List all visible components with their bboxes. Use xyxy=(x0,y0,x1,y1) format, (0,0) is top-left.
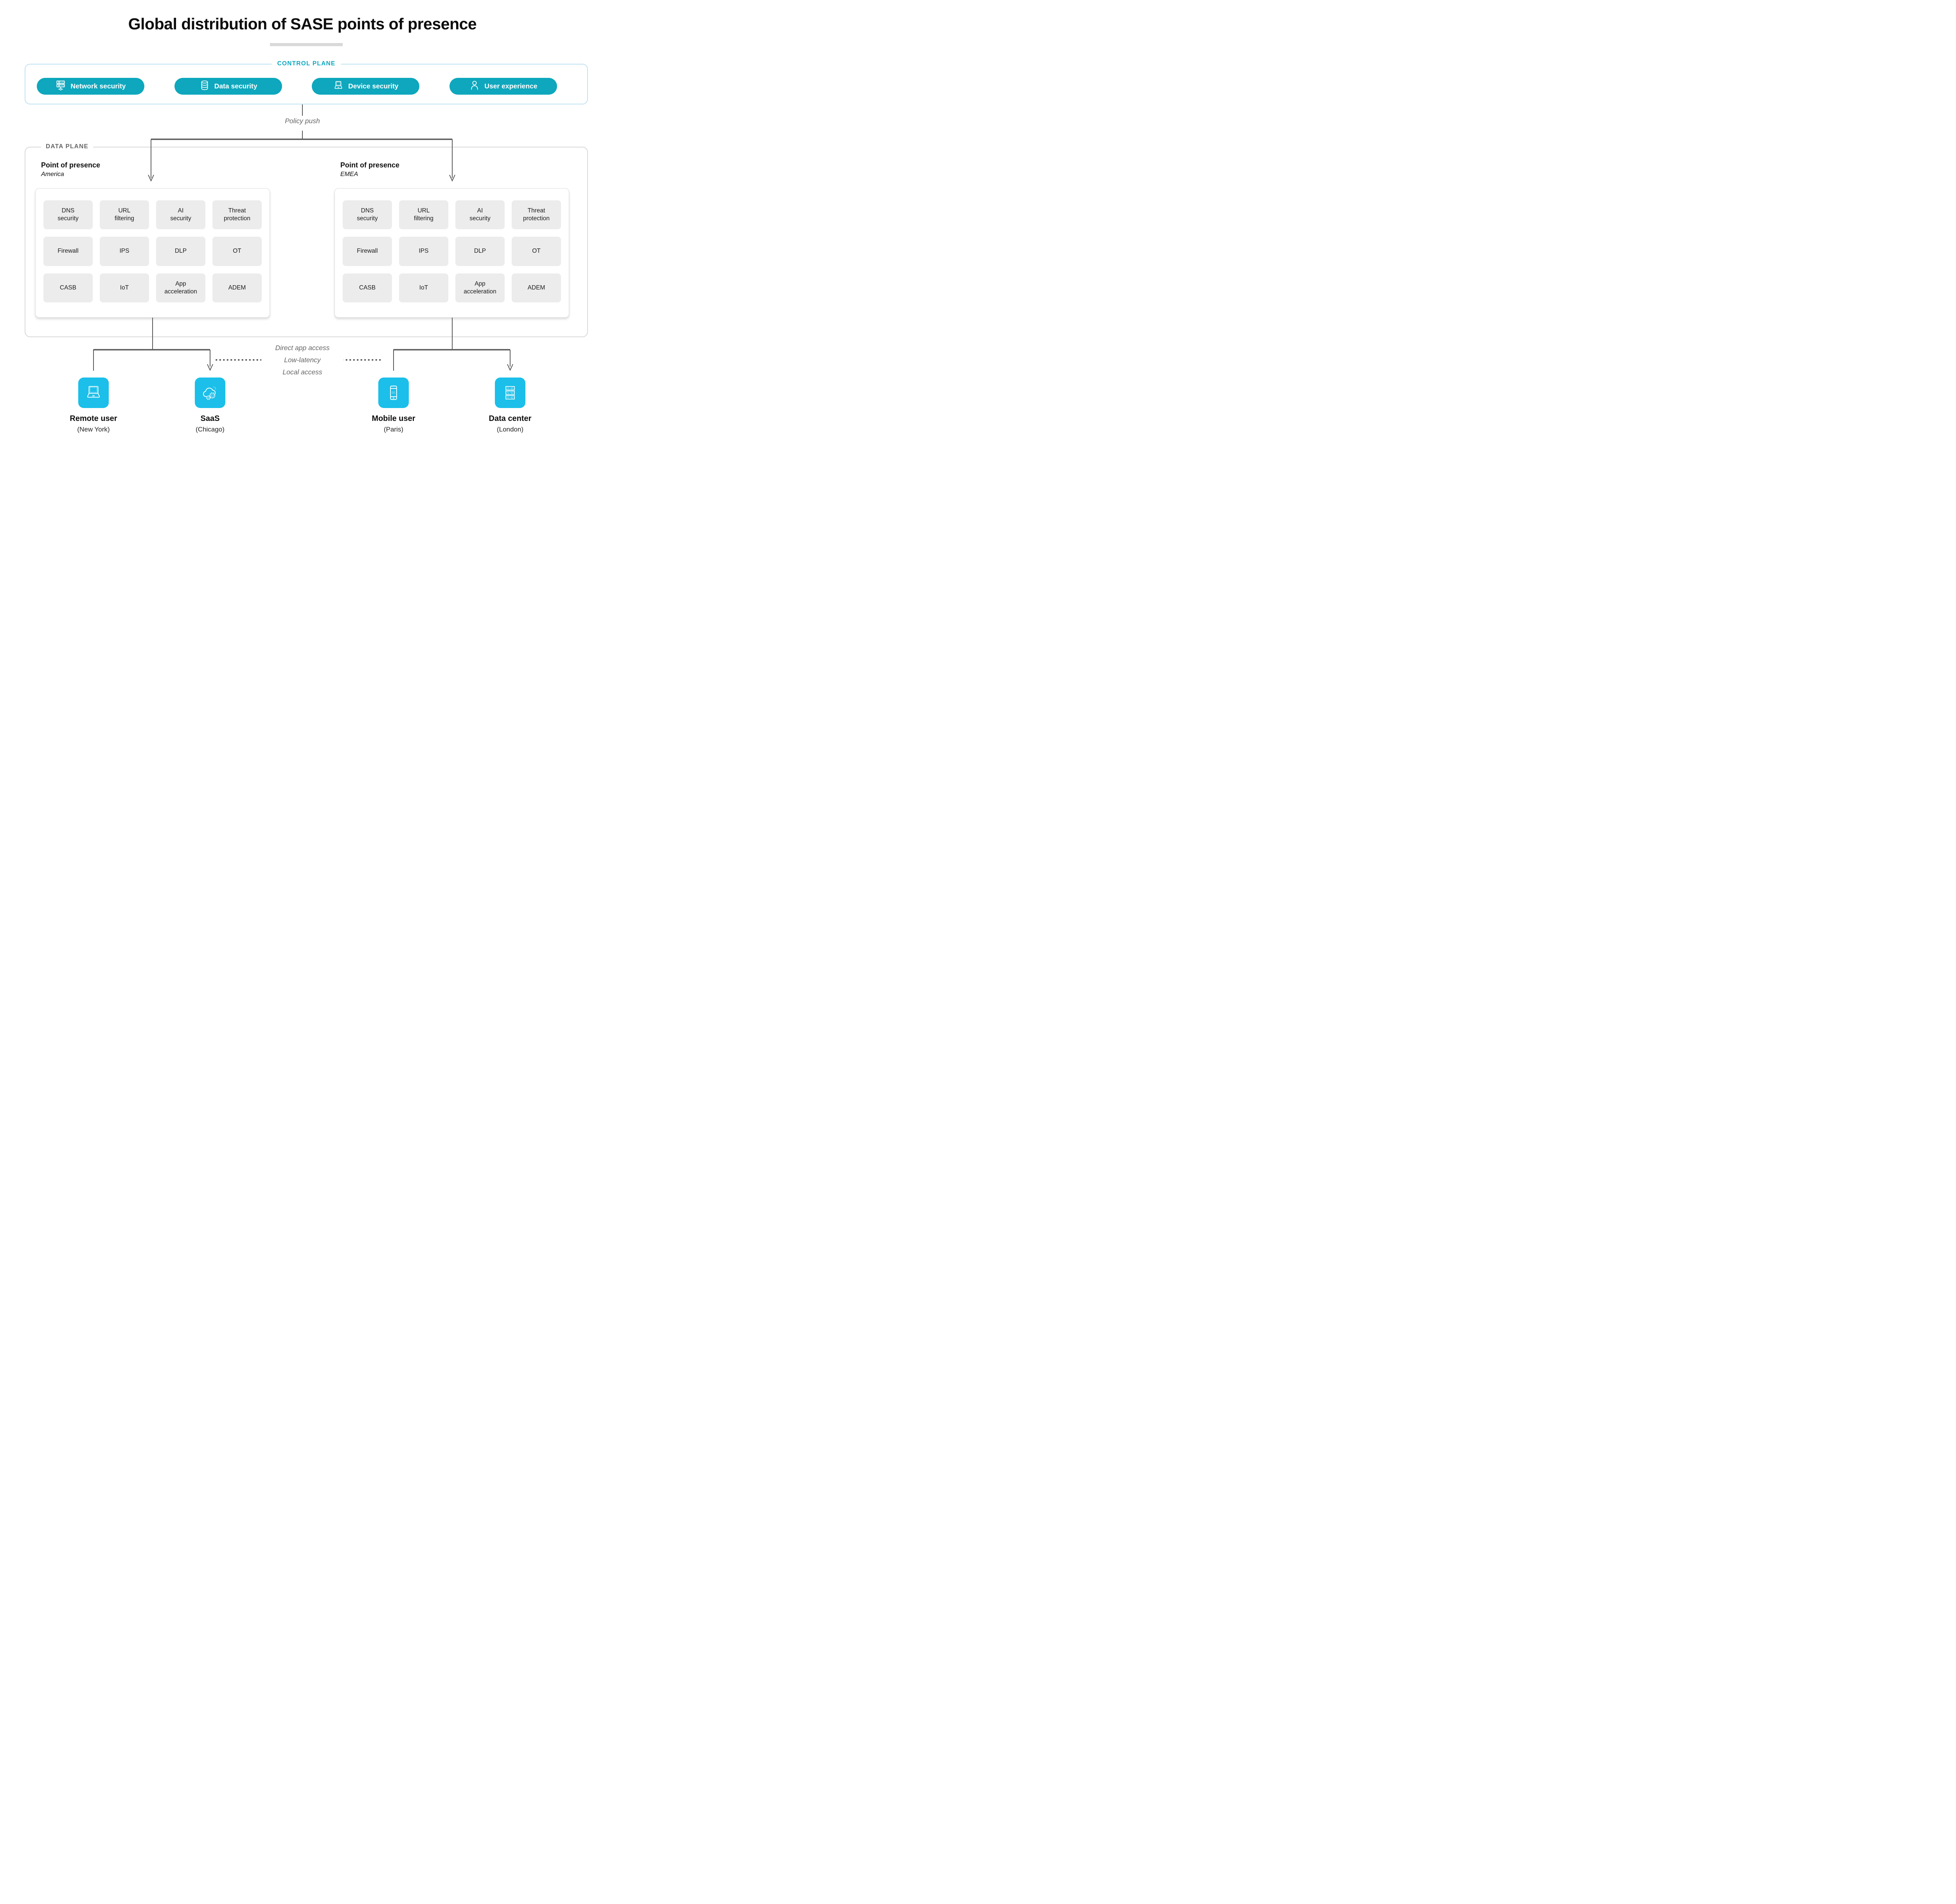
endpoint-remote-user: Remote user (New York) xyxy=(62,378,125,433)
pill-user-experience: User experience xyxy=(449,78,557,95)
pop-region: EMEA xyxy=(340,171,358,178)
service-cell: ADEM xyxy=(212,273,262,302)
flow-label-local-access: Local access xyxy=(282,368,322,376)
service-cell: AI security xyxy=(455,200,505,230)
flow-label-direct-app-access: Direct app access xyxy=(275,344,330,352)
service-cell: DNS security xyxy=(43,200,93,230)
data-plane-label: DATA PLANE xyxy=(41,143,93,150)
service-cell: URL filtering xyxy=(100,200,149,230)
service-cell: IPS xyxy=(399,237,448,266)
control-plane-box: CONTROL PLANE Network security xyxy=(25,60,588,104)
service-cell: CASB xyxy=(343,273,392,302)
endpoint-mobile-user: Mobile user (Paris) xyxy=(362,378,425,433)
pill-label: Device security xyxy=(348,82,399,90)
service-cell: Threat protection xyxy=(212,200,262,230)
pop-emea-header: Point of presence EMEA xyxy=(340,160,399,179)
flow-label-low-latency: Low-latency xyxy=(284,356,321,364)
endpoint-data-center: Data center (London) xyxy=(479,378,541,433)
service-cell: IPS xyxy=(100,237,149,266)
service-cell: App acceleration xyxy=(455,273,505,302)
service-cell: AI security xyxy=(156,200,205,230)
service-cell: Firewall xyxy=(43,237,93,266)
service-cell: OT xyxy=(212,237,262,266)
endpoint-name: Mobile user xyxy=(372,414,415,423)
service-cell: URL filtering xyxy=(399,200,448,230)
policy-push-label: Policy push xyxy=(285,117,320,125)
endpoint-location: (Chicago) xyxy=(196,426,225,433)
endpoint-location: (Paris) xyxy=(383,426,404,433)
pop-region: America xyxy=(41,171,64,178)
pill-data-security: Data security xyxy=(174,78,282,95)
pop-america-box: DNS security URL filtering AI security T… xyxy=(35,188,270,318)
service-cell: Threat protection xyxy=(512,200,561,230)
service-cell: IoT xyxy=(399,273,448,302)
pill-label: Data security xyxy=(214,82,257,90)
service-cell: CASB xyxy=(43,273,93,302)
service-cell: App acceleration xyxy=(156,273,205,302)
page-title: Global distribution of SASE points of pr… xyxy=(128,15,477,33)
control-plane-label: CONTROL PLANE xyxy=(271,60,341,67)
user-experience-icon xyxy=(469,80,480,93)
server-stack-icon xyxy=(495,378,525,408)
network-security-icon xyxy=(55,80,66,93)
pill-device-security: Device security xyxy=(312,78,420,95)
arrowhead-saas xyxy=(207,364,213,371)
pop-america-header: Point of presence America xyxy=(41,160,100,179)
endpoint-saas: SaaS (Chicago) xyxy=(179,378,241,433)
endpoint-name: Data center xyxy=(489,414,532,423)
pop-emea-box: DNS security URL filtering AI security T… xyxy=(334,188,569,318)
smartphone-icon xyxy=(378,378,409,408)
service-cell: DLP xyxy=(156,237,205,266)
endpoint-location: (London) xyxy=(496,426,524,433)
pop-title: Point of presence xyxy=(340,161,400,169)
title-underline xyxy=(270,43,343,46)
flow-labels: Direct app access Low-latency Local acce… xyxy=(261,342,343,378)
service-cell: OT xyxy=(512,237,561,266)
pill-label: Network security xyxy=(70,82,126,90)
data-security-icon xyxy=(199,80,210,93)
service-cell: IoT xyxy=(100,273,149,302)
endpoint-name: Remote user xyxy=(70,414,117,423)
arrowhead-datacenter xyxy=(507,364,513,371)
laptop-icon xyxy=(78,378,109,408)
service-cell: ADEM xyxy=(512,273,561,302)
service-cell: Firewall xyxy=(343,237,392,266)
cloud-gears-icon xyxy=(195,378,225,408)
control-plane-pill-row: Network security Data security xyxy=(37,78,557,95)
pop-title: Point of presence xyxy=(41,161,101,169)
endpoint-name: SaaS xyxy=(200,414,220,423)
endpoint-location: (New York) xyxy=(77,426,110,433)
pill-label: User experience xyxy=(484,82,538,90)
service-cell: DNS security xyxy=(343,200,392,230)
pill-network-security: Network security xyxy=(37,78,144,95)
device-security-icon xyxy=(333,80,344,93)
service-cell: DLP xyxy=(455,237,505,266)
